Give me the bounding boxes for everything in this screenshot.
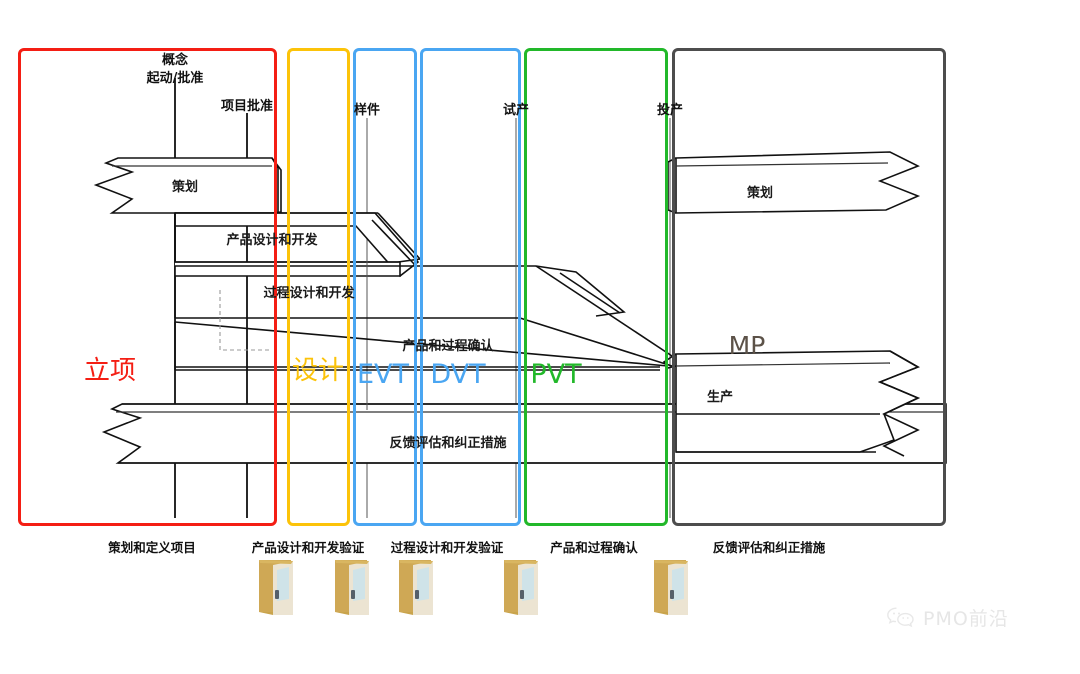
gate-label-product-process-validation: 产品和过程确认: [550, 540, 638, 555]
wechat-icon: [887, 607, 914, 627]
gate-label-feedback-corrective: 反馈评估和纠正措施: [712, 540, 826, 555]
milestone-label-concept-line1: 概念: [161, 53, 189, 68]
band-label-feedback: 反馈评估和纠正措施: [389, 436, 507, 451]
phase-box-dvt[interactable]: [420, 48, 521, 526]
gate-door-icon-2[interactable]: [329, 557, 377, 619]
gate-label-process-design-verify: 过程设计和开发验证: [390, 540, 504, 555]
phase-box-liyyy[interactable]: [18, 48, 277, 526]
phase-name-evt: EVT: [356, 359, 410, 390]
milestone-label-concept-line2: 起动/批准: [146, 71, 204, 86]
band-label-planning-right: 策划: [746, 186, 774, 201]
phase-name-sheji: 设计: [291, 356, 345, 386]
milestone-label-trial-production: 试产: [502, 103, 530, 118]
watermark-text: PMO前沿: [923, 608, 1009, 630]
dashed-connector: [219, 290, 270, 351]
gate-door-icon-1[interactable]: [253, 557, 301, 619]
phase-box-evt[interactable]: [353, 48, 417, 526]
band-label-planning-left: 策划: [171, 180, 199, 195]
gate-label-planning-define: 策划和定义项目: [108, 540, 196, 555]
gate-label-product-design-verify: 产品设计和开发验证: [251, 540, 365, 555]
watermark: PMO前沿: [886, 604, 1009, 631]
phase-name-pvt: PVT: [530, 359, 582, 390]
band-label-validation: 产品和过程确认: [402, 339, 494, 354]
band-production: [662, 350, 920, 457]
phase-name-dvt: DVT: [430, 359, 486, 390]
gate-door-icon-5[interactable]: [648, 557, 696, 619]
band-label-production: 生产: [706, 390, 734, 405]
phase-box-mp[interactable]: [672, 48, 946, 526]
gate-door-icon-4[interactable]: [498, 557, 546, 619]
phase-box-pvt[interactable]: [524, 48, 668, 526]
phase-box-sheji[interactable]: [287, 48, 350, 526]
mp-marker-label: MP: [728, 331, 766, 360]
phase-name-liyyy: 立项: [83, 356, 137, 386]
milestone-ticks: [366, 250, 517, 410]
milestone-label-mass-production: 投产: [656, 103, 684, 118]
gate-door-icon-3[interactable]: [393, 557, 441, 619]
band-label-product-design: 产品设计和开发: [226, 233, 318, 248]
band-label-process-design: 过程设计和开发: [263, 286, 355, 301]
milestone-label-project-approval: 项目批准: [220, 99, 274, 114]
milestone-label-sample: 样件: [353, 103, 381, 118]
